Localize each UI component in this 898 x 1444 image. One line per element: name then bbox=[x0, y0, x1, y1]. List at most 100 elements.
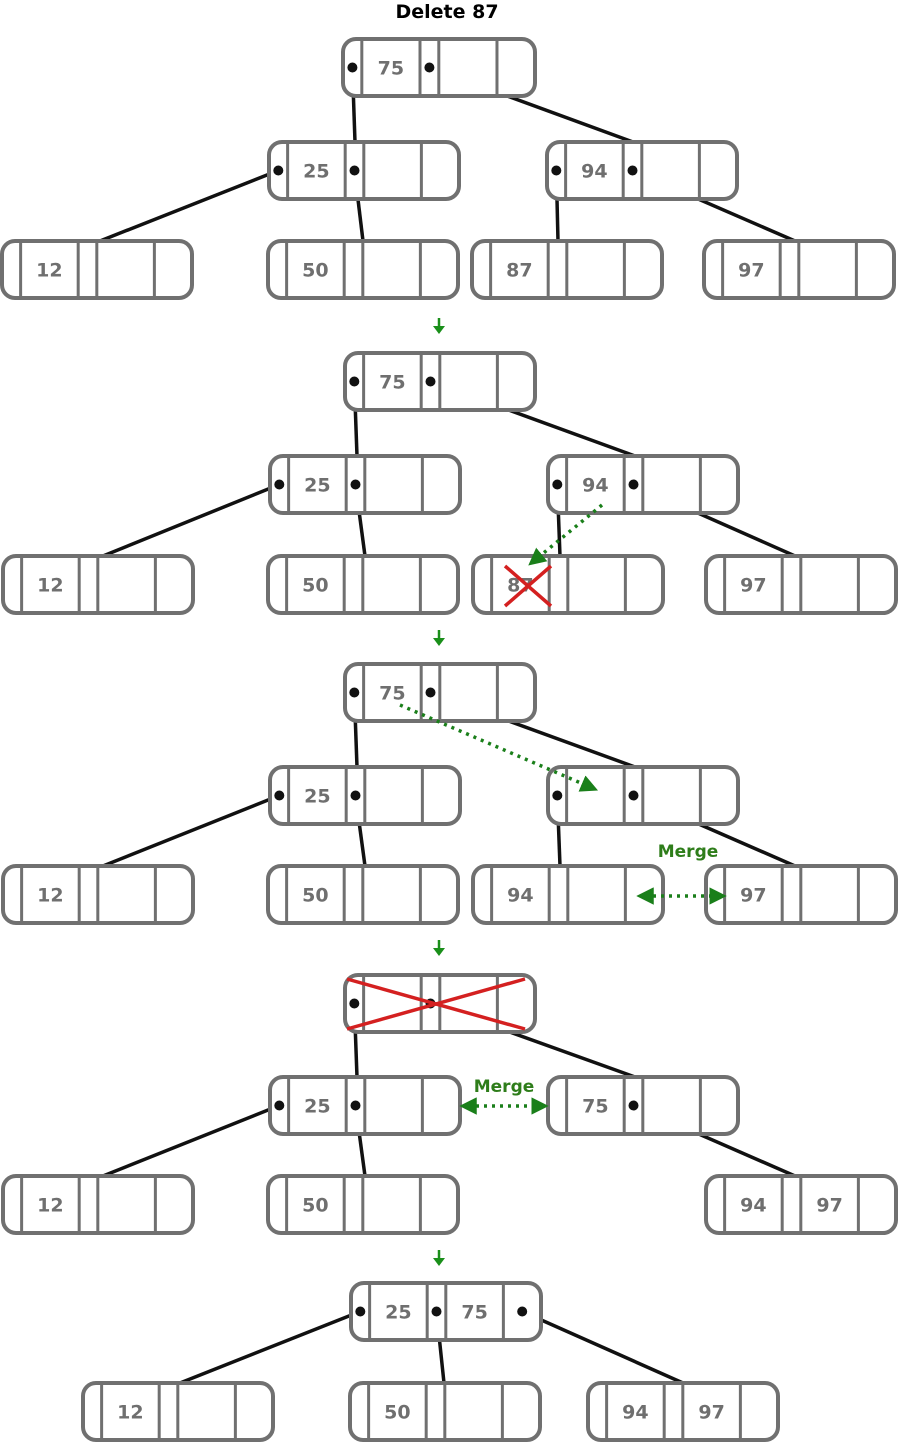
node-key: 75 bbox=[378, 58, 404, 80]
pointer-dot bbox=[628, 790, 639, 801]
pointer-dot bbox=[552, 479, 563, 490]
pointer-dot bbox=[628, 1100, 639, 1111]
step-arrow-head bbox=[433, 638, 445, 646]
pointer-dot bbox=[274, 479, 285, 490]
leaf-node: 50 bbox=[348, 1381, 542, 1442]
pointer-dot bbox=[628, 479, 639, 490]
node-key: 12 bbox=[117, 1402, 143, 1424]
leaf-node: 94 97 bbox=[586, 1381, 780, 1442]
pointer-dot bbox=[517, 1306, 528, 1317]
cross-out-87 bbox=[503, 564, 553, 608]
leaf-node: 50 bbox=[266, 1174, 460, 1235]
tree-edge bbox=[179, 1309, 361, 1385]
step-arrow-head bbox=[433, 948, 445, 956]
node-key: 75 bbox=[461, 1302, 487, 1324]
node-key: 94 bbox=[507, 885, 533, 907]
pointer-dot bbox=[349, 687, 360, 698]
leaf-node: 12 bbox=[1, 554, 195, 615]
tree-edge bbox=[521, 1309, 684, 1385]
leaf-node: 12 bbox=[0, 239, 194, 300]
leaf-node: 87 bbox=[470, 239, 664, 300]
step-arrow-head bbox=[433, 1258, 445, 1266]
leaf-node: 97 bbox=[704, 864, 898, 925]
pointer-dot bbox=[274, 790, 285, 801]
pointer-dot bbox=[350, 1100, 361, 1111]
node-key: 50 bbox=[302, 1195, 328, 1217]
node-key: 50 bbox=[302, 885, 328, 907]
leaf-node: 94 bbox=[471, 864, 665, 925]
pointer-dot bbox=[349, 165, 360, 176]
node-key: 94 bbox=[581, 161, 607, 183]
pointer-dot bbox=[274, 1100, 285, 1111]
node-key: 50 bbox=[302, 260, 328, 282]
diagram-title: Delete 87 bbox=[395, 1, 498, 23]
pointer-dot bbox=[552, 790, 563, 801]
node-key: 75 bbox=[379, 683, 405, 705]
pointer-dot bbox=[273, 165, 284, 176]
root-node: 25 75 bbox=[349, 1281, 543, 1342]
internal-node: 25 bbox=[268, 454, 462, 515]
node-key: 12 bbox=[37, 575, 63, 597]
node-key: 12 bbox=[37, 885, 63, 907]
node-key: 25 bbox=[385, 1302, 411, 1324]
pointer-dot bbox=[349, 998, 360, 1009]
root-node: 75 bbox=[343, 351, 537, 412]
node-key: 75 bbox=[582, 1096, 608, 1118]
leaf-node: 50 bbox=[266, 554, 460, 615]
leaf-node: 12 bbox=[81, 1381, 275, 1442]
pointer-dot bbox=[349, 376, 360, 387]
pointer-dot bbox=[347, 62, 358, 73]
pointer-dot bbox=[627, 165, 638, 176]
pointer-dot bbox=[551, 165, 562, 176]
pointer-dot bbox=[355, 1306, 366, 1317]
internal-node: 94 bbox=[545, 140, 739, 201]
node-key: 12 bbox=[37, 1195, 63, 1217]
internal-node: 94 bbox=[546, 454, 740, 515]
leaf-node: 97 bbox=[704, 554, 898, 615]
tree-edge bbox=[102, 793, 280, 868]
merge-label: Merge bbox=[658, 842, 719, 862]
internal-node: 75 bbox=[546, 1075, 740, 1136]
node-key: 97 bbox=[738, 260, 764, 282]
pointer-dot bbox=[431, 1306, 442, 1317]
leaf-node: 50 bbox=[266, 864, 460, 925]
internal-node: 25 bbox=[268, 765, 462, 826]
tree-nodes: 75 25 94 12 50 87 97 75 25 94 12 50 87 97 75 25 12 50 94 97… bbox=[0, 37, 898, 1442]
move-arrow bbox=[528, 503, 604, 566]
pointer-dot bbox=[425, 687, 436, 698]
leaf-node: 12 bbox=[1, 1174, 195, 1235]
node-key: 97 bbox=[740, 885, 766, 907]
node-key: 25 bbox=[304, 475, 330, 497]
move-down-arrow bbox=[399, 703, 599, 792]
internal-node: 25 bbox=[267, 140, 461, 201]
node-key: 50 bbox=[302, 575, 328, 597]
internal-node: 25 bbox=[268, 1075, 462, 1136]
pointer-dot bbox=[425, 376, 436, 387]
leaf-node: 87 bbox=[471, 554, 665, 615]
pointer-dot bbox=[424, 62, 435, 73]
merge-label: Merge bbox=[474, 1077, 535, 1097]
leaf-node: 12 bbox=[1, 864, 195, 925]
node-key: 87 bbox=[507, 575, 533, 597]
tree-edge bbox=[102, 482, 280, 558]
leaf-node: 50 bbox=[266, 239, 460, 300]
step-arrow-head bbox=[433, 326, 445, 334]
root-node: 75 bbox=[341, 37, 537, 98]
node-key: 97 bbox=[698, 1402, 724, 1424]
pointer-dots bbox=[273, 62, 639, 1317]
leaf-node: 97 bbox=[702, 239, 896, 300]
node-key: 75 bbox=[379, 372, 405, 394]
node-key: 94 bbox=[582, 475, 608, 497]
cross-out-root bbox=[346, 977, 526, 1031]
root-node: 75 bbox=[343, 662, 537, 723]
node-key: 97 bbox=[740, 575, 766, 597]
node-key: 94 bbox=[622, 1402, 648, 1424]
node-key: 87 bbox=[506, 260, 532, 282]
node-key: 25 bbox=[303, 161, 329, 183]
node-key: 97 bbox=[816, 1195, 842, 1217]
pointer-dot bbox=[350, 790, 361, 801]
tree-edge bbox=[99, 168, 279, 243]
